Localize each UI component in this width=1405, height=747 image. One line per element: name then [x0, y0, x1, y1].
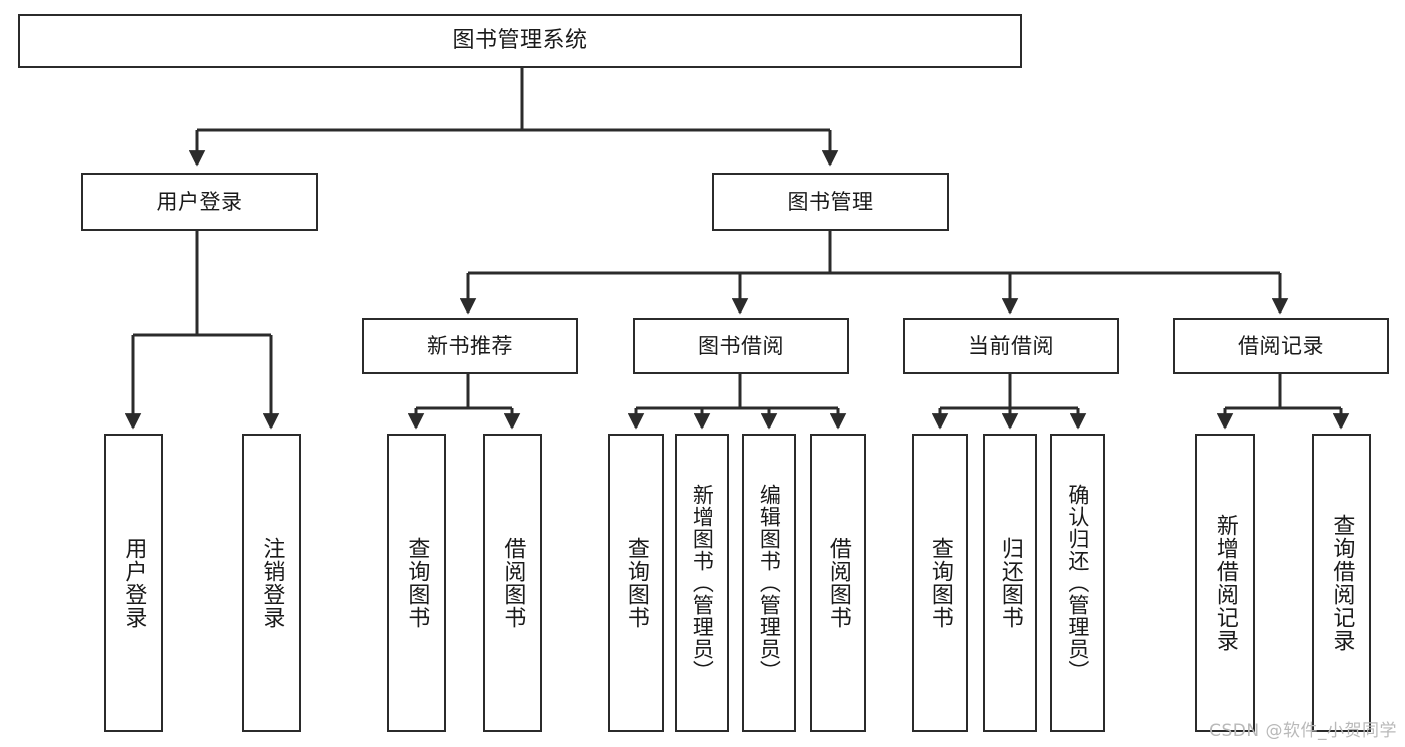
leaf-borrow-book[interactable]: 借阅图书: [810, 434, 866, 732]
node-label: 图书借阅: [698, 333, 784, 358]
watermark-text: CSDN @软件_小贺同学: [1209, 721, 1397, 741]
node-label: 查询图书: [404, 537, 430, 629]
node-label: 查询图书: [623, 537, 649, 629]
leaf-user-logout[interactable]: 注销登录: [242, 434, 301, 732]
node-book-management[interactable]: 图书管理: [712, 173, 949, 231]
node-label: 新增借阅记录: [1212, 514, 1238, 652]
leaf-search-book-borrow[interactable]: 查询图书: [608, 434, 664, 732]
node-label: 图书管理系统: [452, 28, 588, 54]
leaf-user-login[interactable]: 用户登录: [104, 434, 163, 732]
node-label: 图书管理: [787, 189, 874, 214]
node-label: 当前借阅: [968, 333, 1054, 358]
leaf-edit-book-admin[interactable]: 编辑图书（管理员）: [742, 434, 796, 732]
node-label: 归还图书: [997, 537, 1023, 629]
node-label: 注销登录: [259, 537, 285, 629]
node-book-borrow[interactable]: 图书借阅: [633, 318, 849, 374]
leaf-search-book-recommend[interactable]: 查询图书: [387, 434, 446, 732]
node-label: 编辑图书（管理员）: [757, 484, 782, 682]
node-label: 借阅图书: [825, 537, 851, 629]
node-current-borrow[interactable]: 当前借阅: [903, 318, 1119, 374]
node-label: 借阅记录: [1238, 333, 1324, 358]
node-root-system[interactable]: 图书管理系统: [18, 14, 1022, 68]
node-label: 新增图书（管理员）: [690, 484, 715, 682]
node-label: 查询借阅记录: [1329, 514, 1355, 652]
node-borrow-record[interactable]: 借阅记录: [1173, 318, 1389, 374]
leaf-add-book-admin[interactable]: 新增图书（管理员）: [675, 434, 729, 732]
node-user-login[interactable]: 用户登录: [81, 173, 318, 231]
node-label: 用户登录: [121, 537, 147, 629]
leaf-confirm-return-admin[interactable]: 确认归还（管理员）: [1050, 434, 1105, 732]
node-label: 借阅图书: [500, 537, 526, 629]
node-label: 用户登录: [156, 189, 243, 214]
leaf-return-book[interactable]: 归还图书: [983, 434, 1037, 732]
node-label: 查询图书: [927, 537, 953, 629]
leaf-add-borrow-record[interactable]: 新增借阅记录: [1195, 434, 1255, 732]
leaf-search-borrow-record[interactable]: 查询借阅记录: [1312, 434, 1371, 732]
leaf-borrow-book-recommend[interactable]: 借阅图书: [483, 434, 542, 732]
node-new-book-recommend[interactable]: 新书推荐: [362, 318, 578, 374]
node-label: 确认归还（管理员）: [1065, 484, 1090, 682]
leaf-search-book-current[interactable]: 查询图书: [912, 434, 968, 732]
node-label: 新书推荐: [427, 333, 513, 358]
